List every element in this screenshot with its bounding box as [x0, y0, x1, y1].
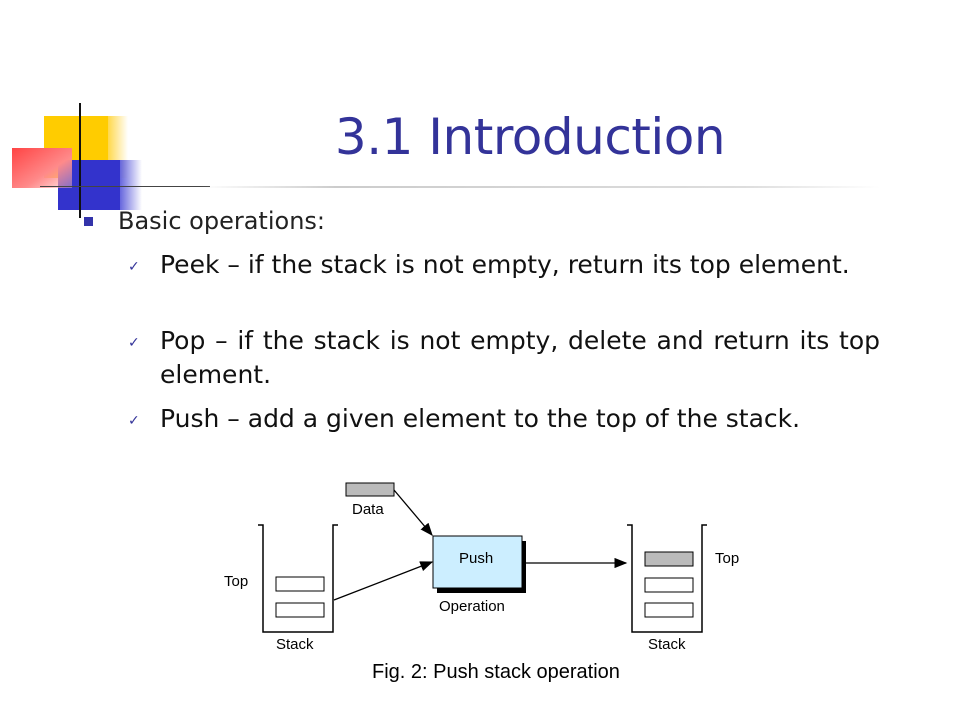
left-stack-element: [275, 602, 325, 618]
subitem-text: Push – add a given element to the top of…: [160, 404, 801, 433]
data-label: Data: [352, 501, 384, 518]
push-label: Push: [459, 550, 493, 567]
deco-horizontal-line: [40, 186, 210, 187]
data-box: [345, 482, 395, 497]
subitem-text: Pop – if the stack is not empty, delete …: [160, 326, 880, 389]
operation-label: Operation: [439, 598, 505, 615]
push-box: [432, 535, 523, 589]
left-top-label: Top: [224, 573, 248, 590]
right-stack-label: Stack: [648, 636, 686, 653]
right-stack-element: [644, 602, 694, 618]
check-bullet-icon: ✓: [128, 335, 140, 351]
data-to-push-arrow: [393, 489, 433, 536]
right-stack-element: [644, 577, 694, 593]
bullet-basic-operations: Basic operations:: [84, 207, 325, 235]
bullet-text: Basic operations:: [118, 207, 325, 235]
left-stack-label: Stack: [276, 636, 314, 653]
slide-title: 3.1 Introduction: [334, 108, 726, 166]
deco-vertical-line: [79, 103, 81, 218]
left-stack-element: [275, 576, 325, 592]
square-bullet-icon: [84, 217, 93, 226]
subitem-push: ✓ Push – add a given element to the top …: [128, 402, 880, 436]
figure-caption: Fig. 2: Push stack operation: [372, 661, 620, 683]
stack-to-push-arrow: [333, 561, 434, 601]
title-underline: [200, 186, 880, 188]
check-bullet-icon: ✓: [128, 259, 140, 275]
right-stack-container: [627, 524, 707, 633]
left-stack-container: [258, 524, 338, 633]
deco-red-block: [12, 148, 72, 188]
subitem-peek: ✓ Peek – if the stack is not empty, retu…: [128, 248, 880, 282]
right-stack-new-top: [644, 551, 694, 567]
subitem-text: Peek – if the stack is not empty, return…: [160, 250, 850, 279]
right-top-label: Top: [715, 550, 739, 567]
check-bullet-icon: ✓: [128, 413, 140, 429]
subitem-pop: ✓ Pop – if the stack is not empty, delet…: [128, 324, 880, 392]
deco-blue-block-fade: [120, 160, 142, 210]
